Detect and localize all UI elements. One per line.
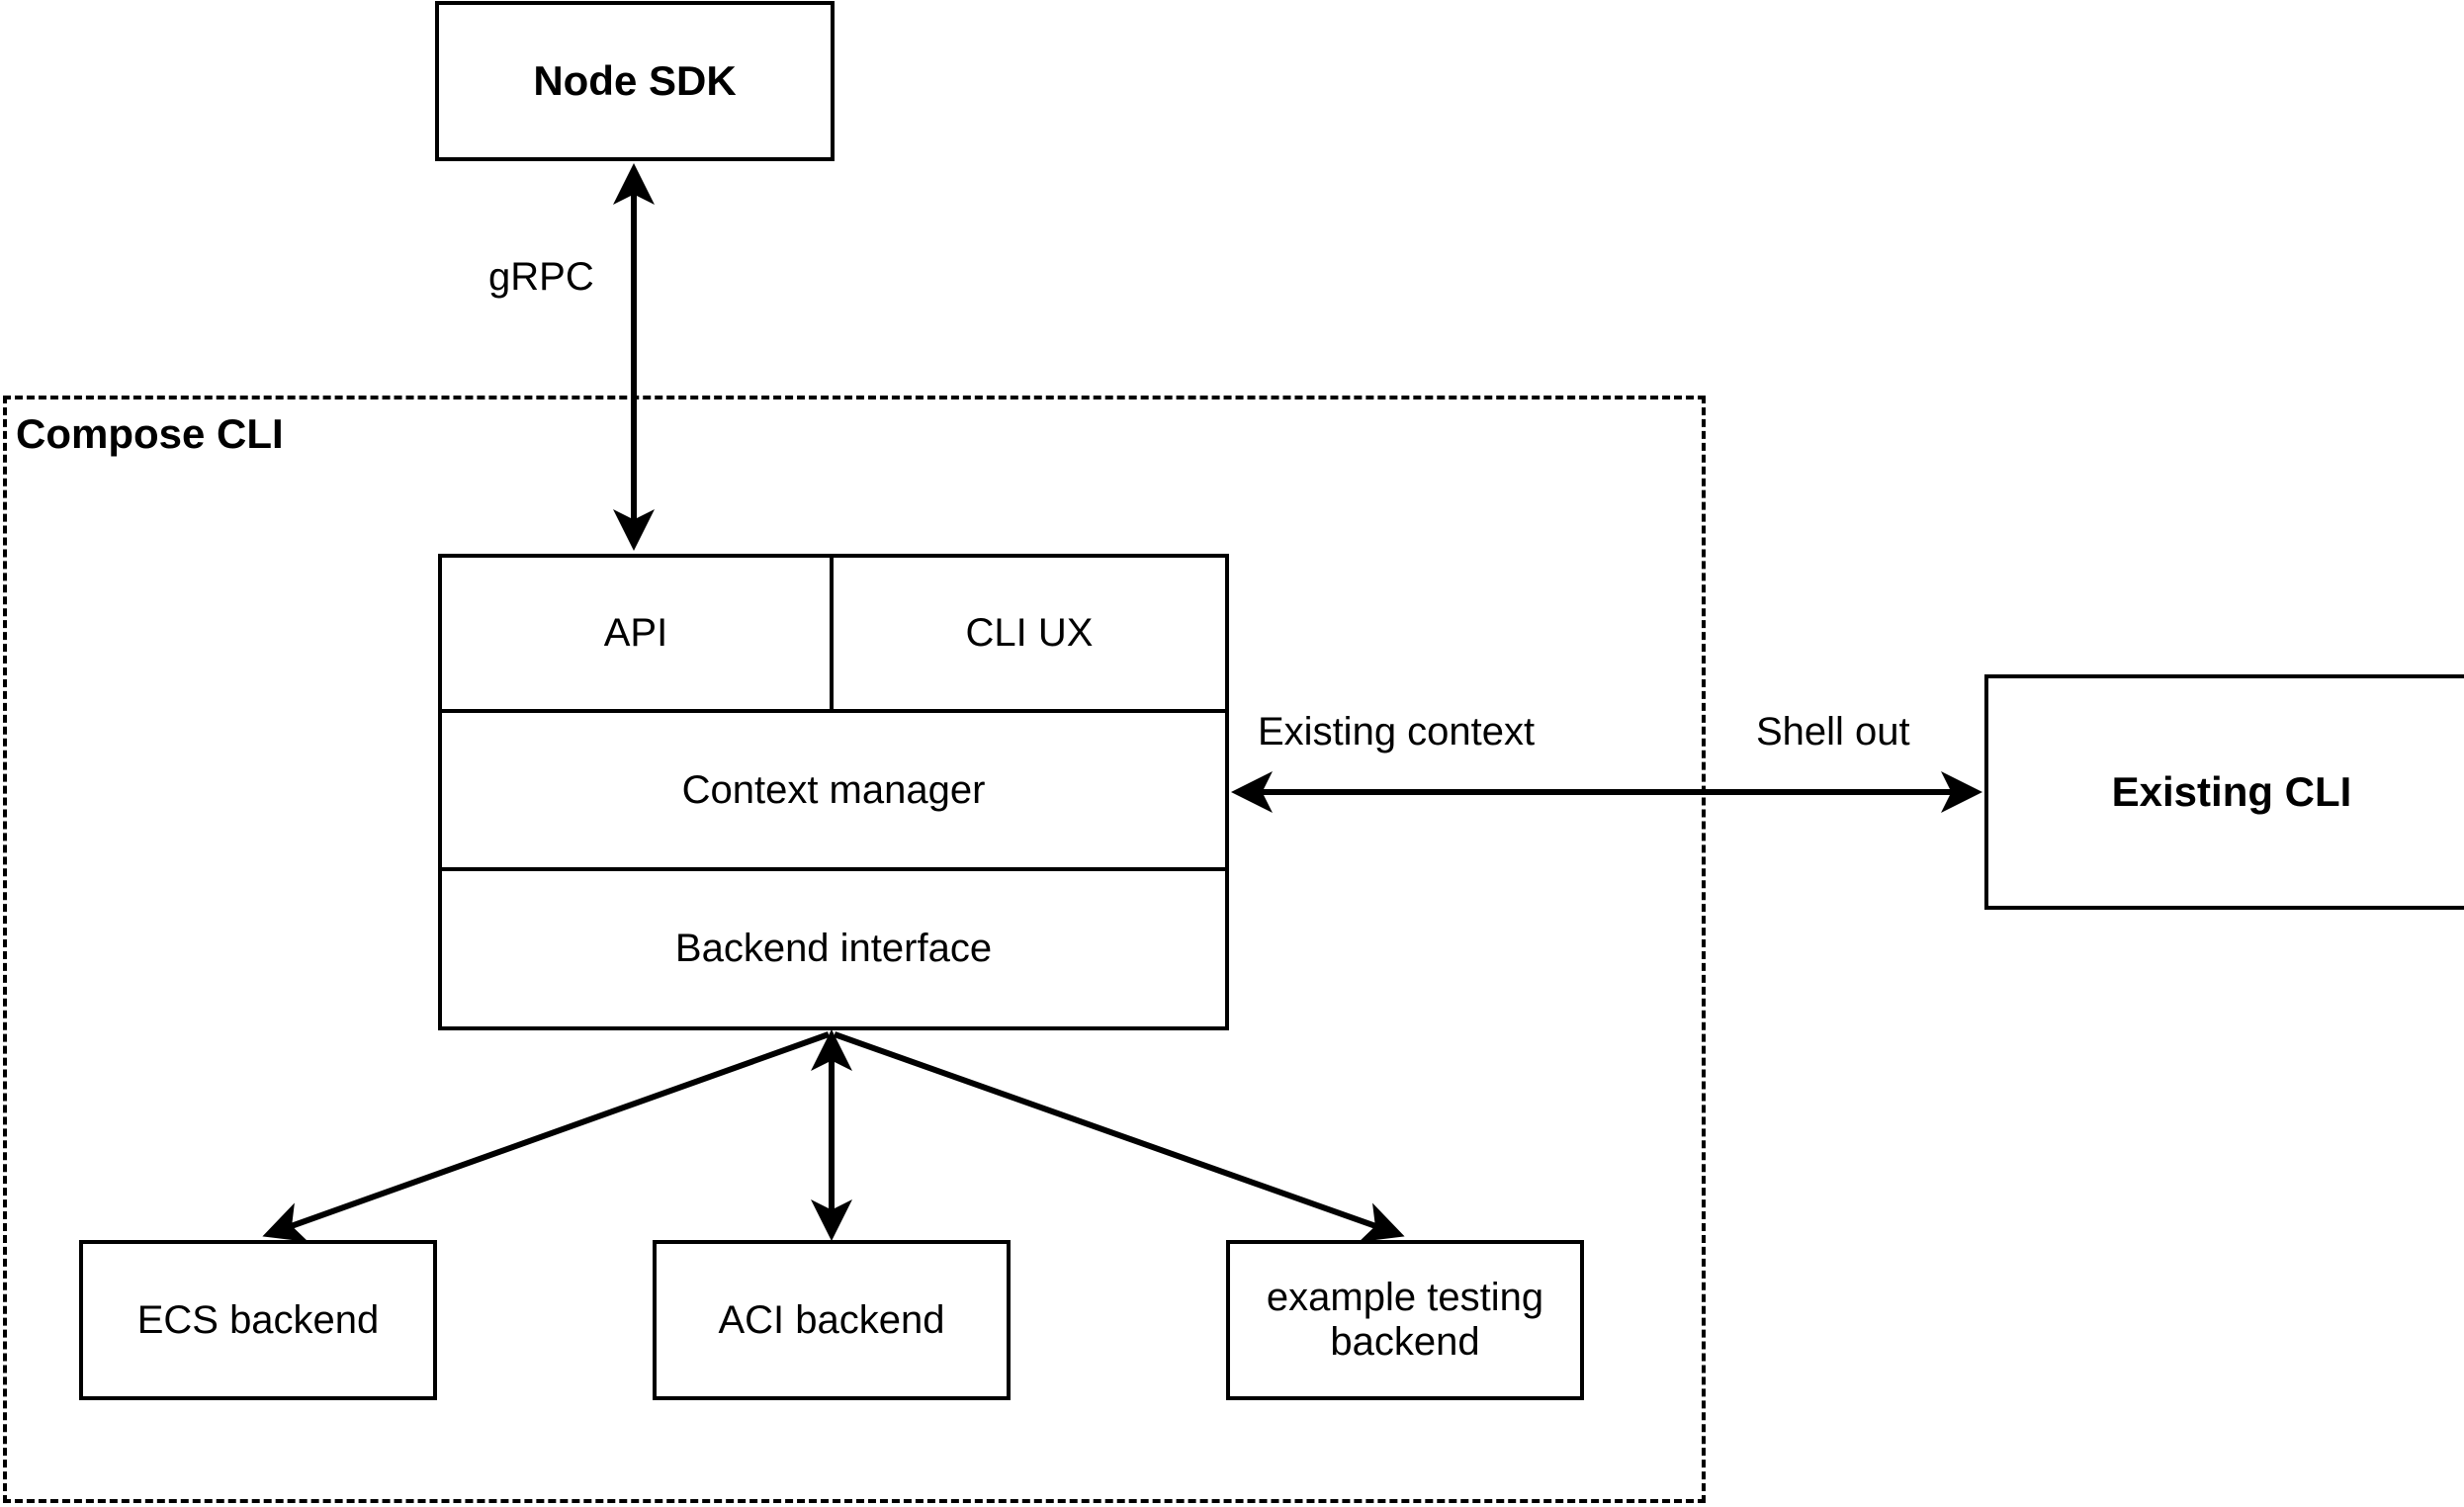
core-cell-context-manager[interactable]: Context manager	[442, 713, 1225, 871]
compose-cli-label: Compose CLI	[16, 410, 284, 457]
core-cell-cli-ux[interactable]: CLI UX	[834, 558, 1225, 709]
compose-cli-core-box: API CLI UX Context manager Backend inter…	[438, 554, 1229, 1030]
core-cell-backend-interface[interactable]: Backend interface	[442, 871, 1225, 1026]
node-sdk-label: Node SDK	[533, 57, 737, 105]
ecs-backend-label: ECS backend	[136, 1297, 380, 1342]
edge-label-shell-out: Shell out	[1752, 710, 1914, 754]
edge-label-existing-context: Existing context	[1254, 710, 1540, 754]
cli-ux-label: CLI UX	[965, 611, 1094, 656]
existing-cli-box[interactable]: Existing CLI	[1984, 674, 2464, 910]
ecs-backend-box[interactable]: ECS backend	[79, 1240, 437, 1400]
compose-cli-container	[3, 396, 1706, 1503]
aci-backend-label: ACI backend	[718, 1297, 945, 1342]
existing-cli-label: Existing CLI	[2111, 768, 2352, 816]
example-testing-backend-box[interactable]: example testing backend	[1226, 1240, 1584, 1400]
aci-backend-box[interactable]: ACI backend	[653, 1240, 1011, 1400]
core-cell-api[interactable]: API	[442, 558, 834, 709]
edge-label-grpc: gRPC	[484, 255, 598, 300]
core-row-api-cliux: API CLI UX	[442, 558, 1225, 713]
context-manager-label: Context manager	[681, 767, 986, 812]
example-testing-backend-label: example testing backend	[1266, 1276, 1544, 1364]
api-label: API	[603, 611, 668, 656]
backend-interface-label: Backend interface	[674, 927, 993, 971]
node-sdk-box[interactable]: Node SDK	[435, 1, 835, 161]
